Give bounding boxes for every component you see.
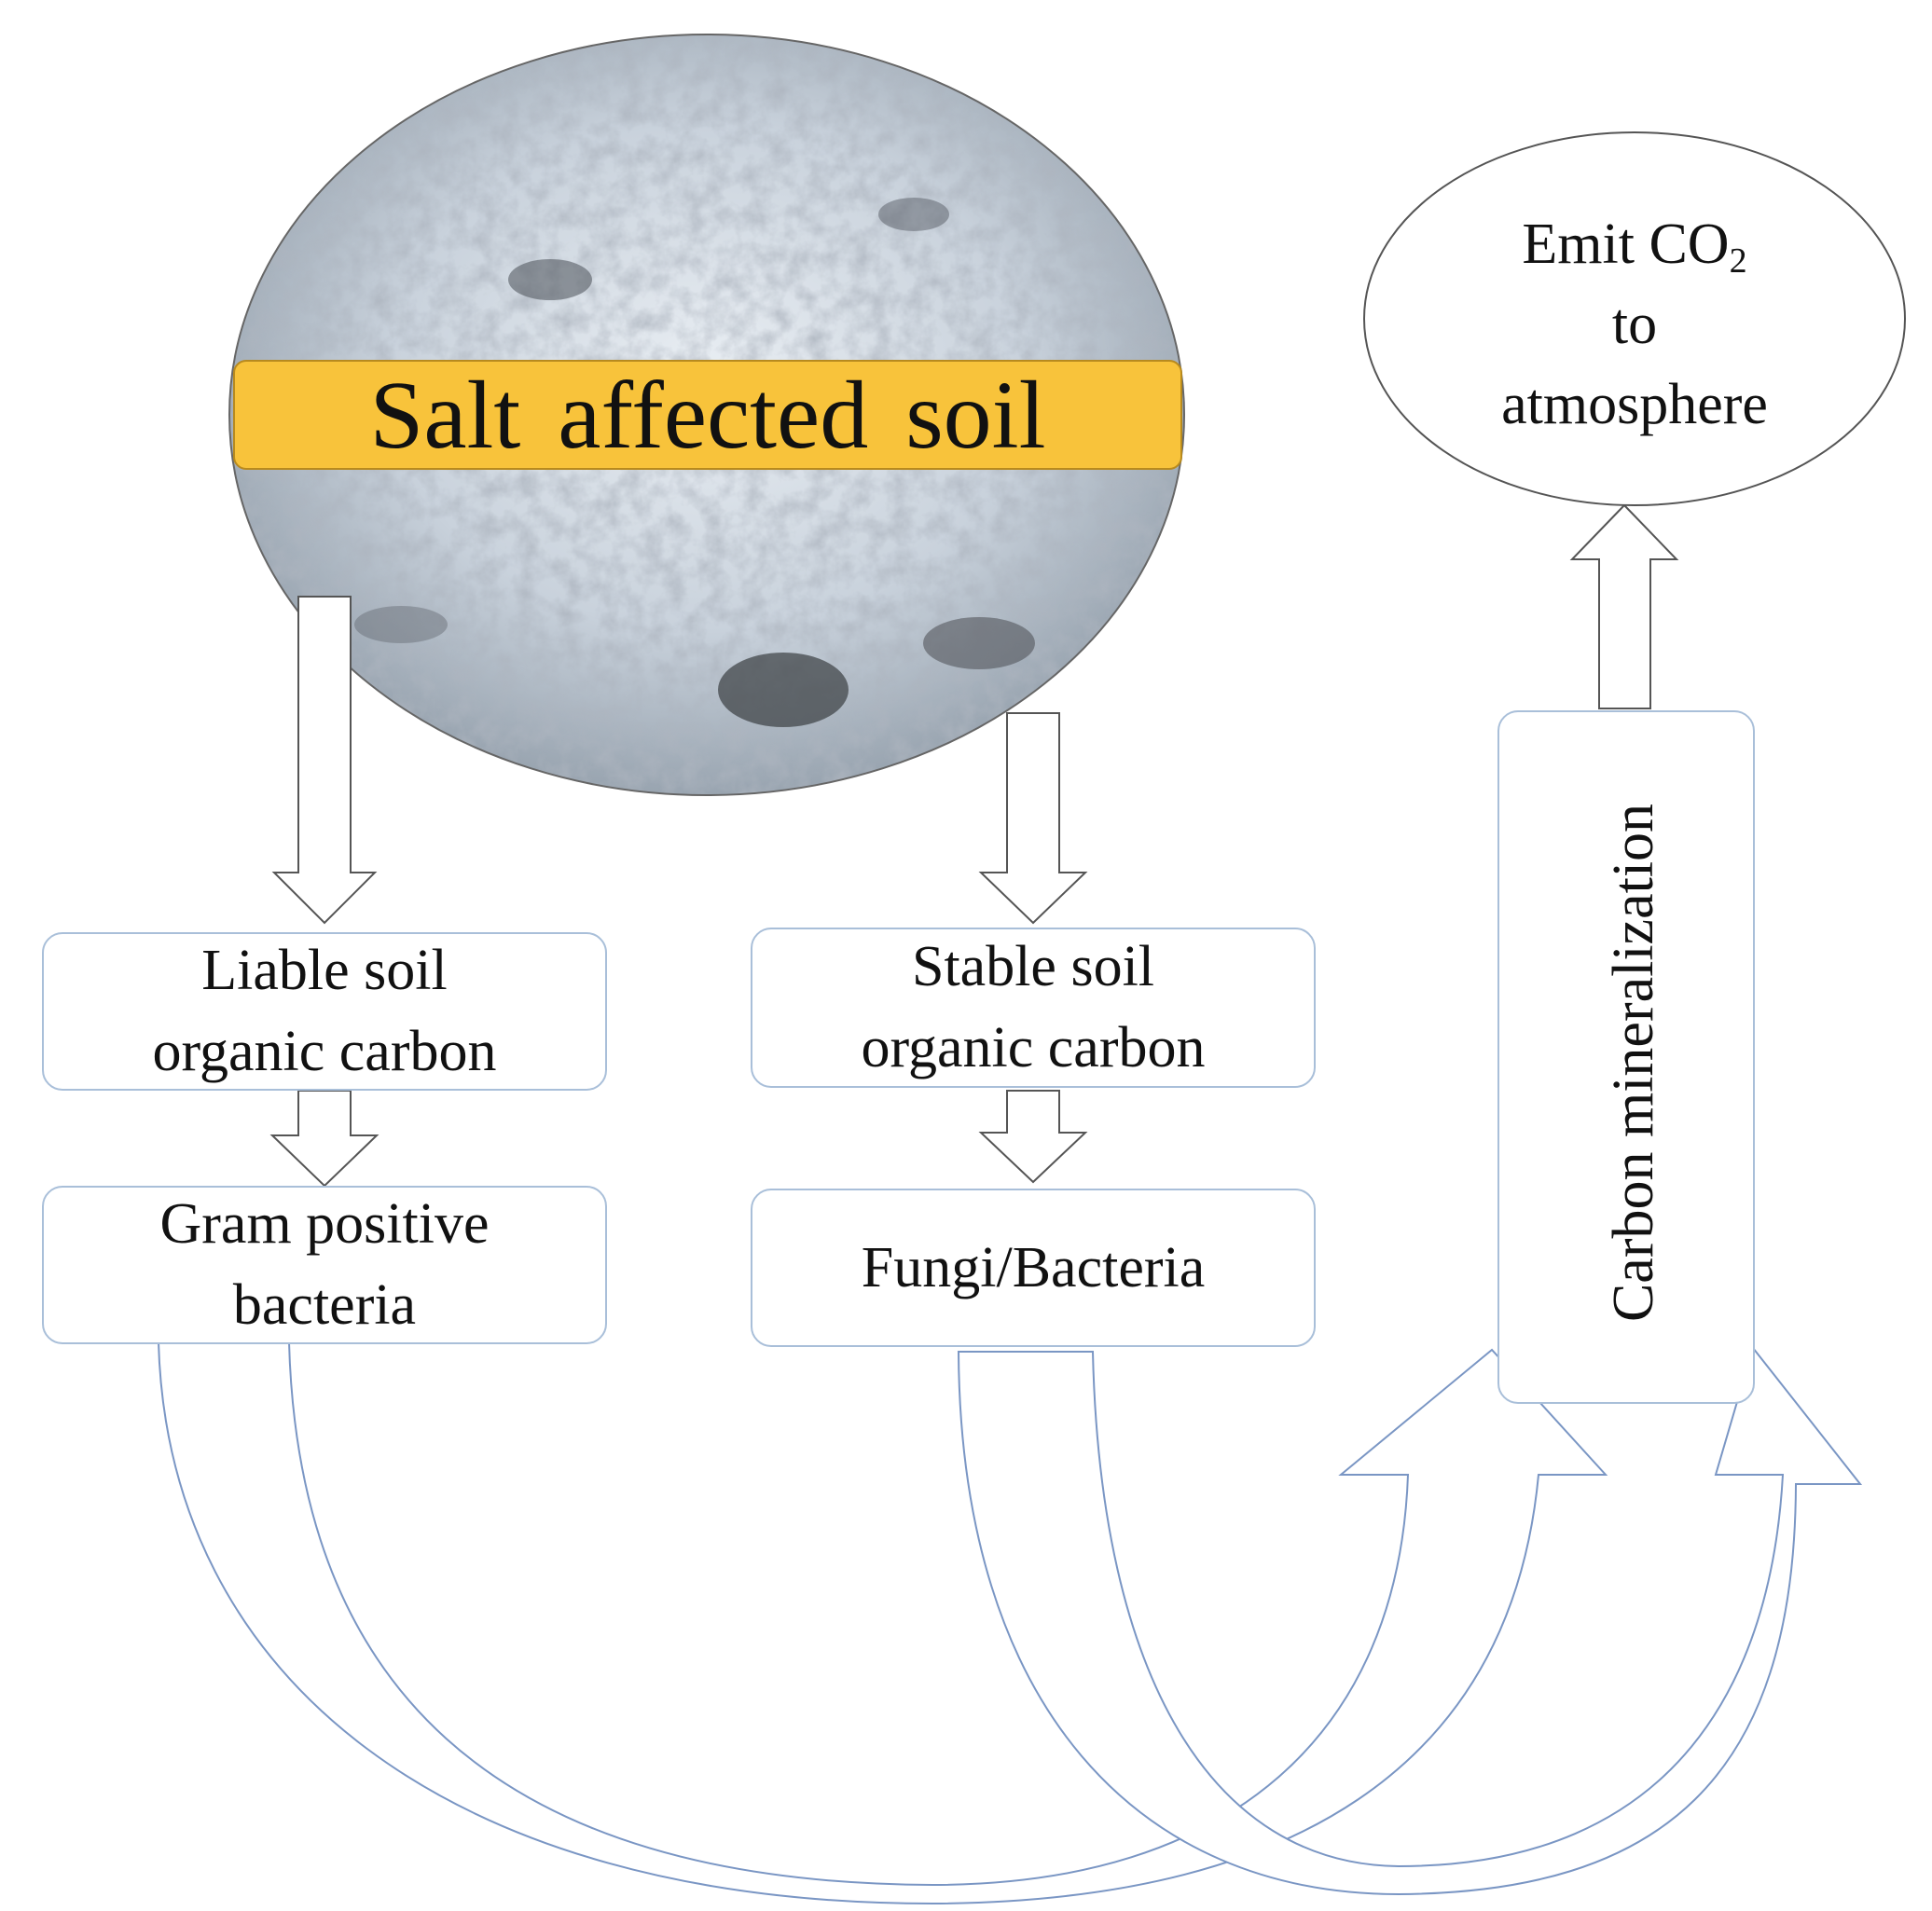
emit-co2-prefix: Emit CO <box>1522 213 1730 276</box>
stable-soc-line2: organic carbon <box>861 1016 1206 1079</box>
salt-affected-soil-label: Salt affected soil <box>369 361 1046 469</box>
emit-co2-line2: to <box>1611 293 1658 357</box>
emit-co2-line1: Emit CO2 <box>1364 205 1905 285</box>
liable-soc-line1: Liable soil <box>201 939 448 1003</box>
emit-co2-text: Emit CO2 to atmosphere <box>1364 205 1905 446</box>
atmosphere-ellipse <box>1363 131 1906 506</box>
soil-photo-outline <box>228 34 1185 796</box>
carbon-mineralization-label: Carbon mineralization <box>1602 803 1665 1323</box>
co2-subscript: 2 <box>1729 241 1747 281</box>
fungi-bacteria-label: Fungi/Bacteria <box>861 1235 1206 1299</box>
arrow-soil-to-stable <box>978 712 1088 925</box>
liable-soc-box: Liable soil organic carbon <box>42 932 607 1091</box>
arrow-soil-to-liable <box>271 596 378 925</box>
emit-co2-line3: atmosphere <box>1501 372 1768 436</box>
gram-positive-line1: Gram positive <box>159 1192 490 1257</box>
arrow-mineralization-to-atmosphere <box>1569 503 1679 709</box>
curve-arrow-gram-to-mineralization <box>157 1341 1608 1905</box>
gram-positive-box: Gram positive bacteria <box>42 1186 607 1344</box>
salt-affected-soil-banner: Salt affected soil <box>233 360 1182 470</box>
liable-soc-line2: organic carbon <box>152 1020 497 1083</box>
gram-positive-line2: bacteria <box>232 1273 417 1337</box>
arrow-liable-to-gram <box>269 1090 380 1188</box>
carbon-mineralization-box <box>1497 710 1755 1404</box>
curve-arrow-fungi-to-mineralization <box>957 1345 1863 1896</box>
fungi-bacteria-box: Fungi/Bacteria <box>751 1189 1316 1347</box>
stable-soc-line1: Stable soil <box>911 935 1155 999</box>
arrow-stable-to-fungi <box>978 1090 1088 1184</box>
stable-soc-box: Stable soil organic carbon <box>751 928 1316 1088</box>
